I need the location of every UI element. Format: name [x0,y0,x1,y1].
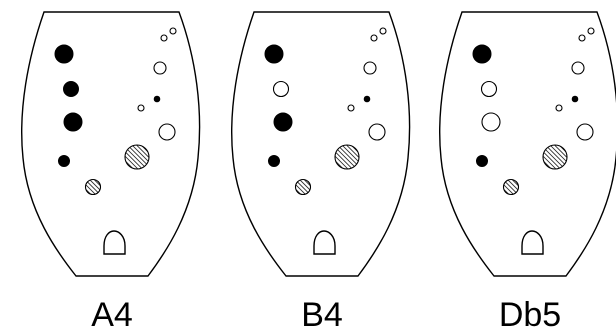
ocarina-diagram-1: A4 [21,11,201,334]
hole-r-tiny-a [160,34,168,42]
note-label: A4 [91,296,133,334]
hole-r-small [555,104,563,112]
hole-r3 [334,144,360,170]
ocarina-diagram-3: Db5 [439,11,616,334]
hole-l1 [54,44,74,64]
note-label: Db5 [499,296,561,334]
hole-l5 [502,178,520,196]
mouthpiece-icon [521,230,544,255]
hole-l2 [63,81,79,97]
hole-l3 [63,112,83,132]
ocarina-diagram-2: B4 [231,11,411,334]
ocarina-body [439,11,616,277]
hole-r-dot [153,95,161,103]
ocarina-body [21,11,201,277]
hole-l3 [481,112,501,132]
hole-r-tiny-b [379,27,387,35]
hole-r1 [571,61,585,75]
hole-l5 [294,178,312,196]
hole-r1 [363,61,377,75]
hole-r-tiny-b [587,27,595,35]
hole-r2 [368,123,386,141]
hole-l4 [268,155,280,167]
mouthpiece-icon [313,230,336,255]
hole-l2 [480,80,498,98]
hole-r3 [124,144,150,170]
hole-l2 [272,80,290,98]
hole-r1 [153,61,167,75]
hole-r3 [542,144,568,170]
hole-l4 [476,155,488,167]
hole-r-tiny-a [578,34,586,42]
hole-l1 [472,44,492,64]
hole-r-tiny-b [169,27,177,35]
hole-r2 [158,123,176,141]
hole-l3 [273,112,293,132]
ocarina-body [231,11,411,277]
hole-l5 [84,178,102,196]
hole-r2 [576,123,594,141]
note-label: B4 [301,296,343,334]
hole-r-small [347,104,355,112]
hole-l1 [264,44,284,64]
hole-r-dot [571,95,579,103]
hole-r-dot [363,95,371,103]
hole-l4 [58,155,70,167]
hole-r-small [137,104,145,112]
hole-r-tiny-a [370,34,378,42]
mouthpiece-icon [103,230,126,255]
